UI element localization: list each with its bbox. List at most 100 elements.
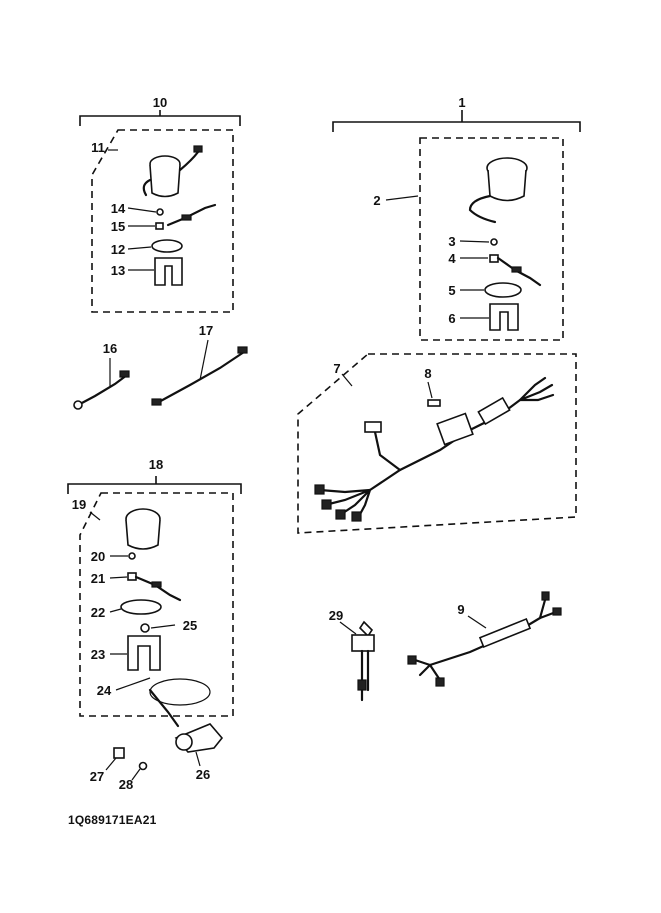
plug-9d (435, 677, 445, 687)
sender-26-cap (175, 733, 193, 751)
sleeve-9 (478, 617, 532, 649)
switch-29-lever (358, 620, 374, 638)
leader-28 (131, 768, 141, 781)
part-9 (407, 591, 562, 687)
ring-12 (151, 239, 183, 253)
junction-7 (436, 412, 474, 446)
part-26 (174, 723, 224, 767)
wire-21 (134, 575, 182, 602)
connector-15 (181, 214, 192, 221)
cable-16 (78, 373, 129, 406)
label-8: 8 (424, 366, 431, 381)
group-1 (332, 110, 581, 341)
leader-12 (127, 246, 152, 250)
plug-7a (314, 484, 325, 495)
leader-24 (115, 677, 151, 691)
diagram-code: 1Q689171EA21 (68, 813, 157, 827)
screw-28 (138, 761, 148, 771)
wire-4 (496, 256, 542, 287)
label-4: 4 (448, 251, 456, 266)
leader-25 (150, 624, 176, 629)
label-20: 20 (91, 549, 105, 564)
group-18 (67, 476, 242, 728)
plug-7c (335, 509, 346, 520)
label-21: 21 (91, 571, 105, 586)
socket-4 (489, 254, 499, 263)
cable-17 (155, 350, 246, 405)
labels: 10 1 11 14 15 12 13 2 3 4 5 6 16 17 7 8 … (68, 95, 466, 827)
leader-22 (109, 608, 122, 613)
leader-9 (467, 615, 487, 629)
gauge-2-wire (468, 194, 497, 224)
sleeve-7 (477, 396, 511, 426)
label-9: 9 (457, 602, 464, 617)
connector-17a (151, 398, 162, 406)
cable-24-loop (149, 678, 211, 706)
plug-9b (552, 607, 562, 616)
plug-7b (321, 499, 332, 510)
leader-27 (105, 757, 117, 771)
leader-17 (199, 339, 209, 381)
label-18: 18 (149, 457, 163, 472)
group-7 (297, 353, 577, 534)
dashed-box-19 (79, 492, 234, 717)
bracket-23 (127, 635, 161, 671)
part-27 (105, 747, 125, 771)
gauge-11-body (149, 164, 181, 198)
label-17: 17 (199, 323, 213, 338)
socket-15 (155, 222, 164, 230)
dashed-box-7 (297, 353, 577, 534)
leader-8 (427, 381, 433, 399)
label-28: 28 (119, 777, 133, 792)
label-24: 24 (97, 683, 112, 698)
label-13: 13 (111, 263, 125, 278)
bracket-10 (79, 110, 241, 126)
plug-7d (351, 511, 362, 522)
wire-15 (166, 203, 217, 227)
label-12: 12 (111, 242, 125, 257)
ring-22 (120, 599, 162, 615)
bulb-3 (490, 238, 498, 246)
fuse-8 (427, 399, 441, 407)
bulb-14 (156, 208, 164, 216)
ring-5 (484, 282, 522, 298)
plug-9a (541, 591, 550, 601)
label-16: 16 (103, 341, 117, 356)
switch-29-wire (360, 649, 370, 702)
label-11: 11 (91, 140, 105, 155)
part-16 (73, 358, 130, 410)
connector-17b (237, 346, 248, 354)
label-1: 1 (458, 95, 465, 110)
connector-16 (119, 370, 130, 378)
gauge-2-body (487, 169, 527, 202)
label-10: 10 (153, 95, 167, 110)
harness-branch-a (518, 376, 555, 402)
group-10 (79, 110, 241, 313)
gauge-11-wire (142, 150, 200, 197)
leader-2 (385, 195, 419, 201)
part-17 (151, 339, 248, 406)
connector-7 (364, 421, 382, 433)
connector-21 (151, 581, 162, 588)
label-23: 23 (91, 647, 105, 662)
socket-21 (127, 572, 137, 581)
label-15: 15 (111, 219, 125, 234)
label-3: 3 (448, 234, 455, 249)
leader-26 (195, 751, 201, 767)
connector-11 (193, 145, 203, 153)
leader-14 (127, 207, 157, 213)
bulb-20 (128, 552, 136, 560)
label-27: 27 (90, 769, 104, 784)
label-14: 14 (111, 201, 126, 216)
part-29 (339, 620, 375, 702)
label-26: 26 (196, 767, 210, 782)
label-2: 2 (373, 193, 380, 208)
label-19: 19 (72, 497, 86, 512)
leader-3 (459, 240, 490, 243)
switch-29-body (351, 634, 375, 652)
clip-27 (113, 747, 125, 759)
bracket-13 (154, 257, 183, 286)
bracket-1 (332, 110, 581, 132)
terminal-16 (73, 400, 83, 410)
